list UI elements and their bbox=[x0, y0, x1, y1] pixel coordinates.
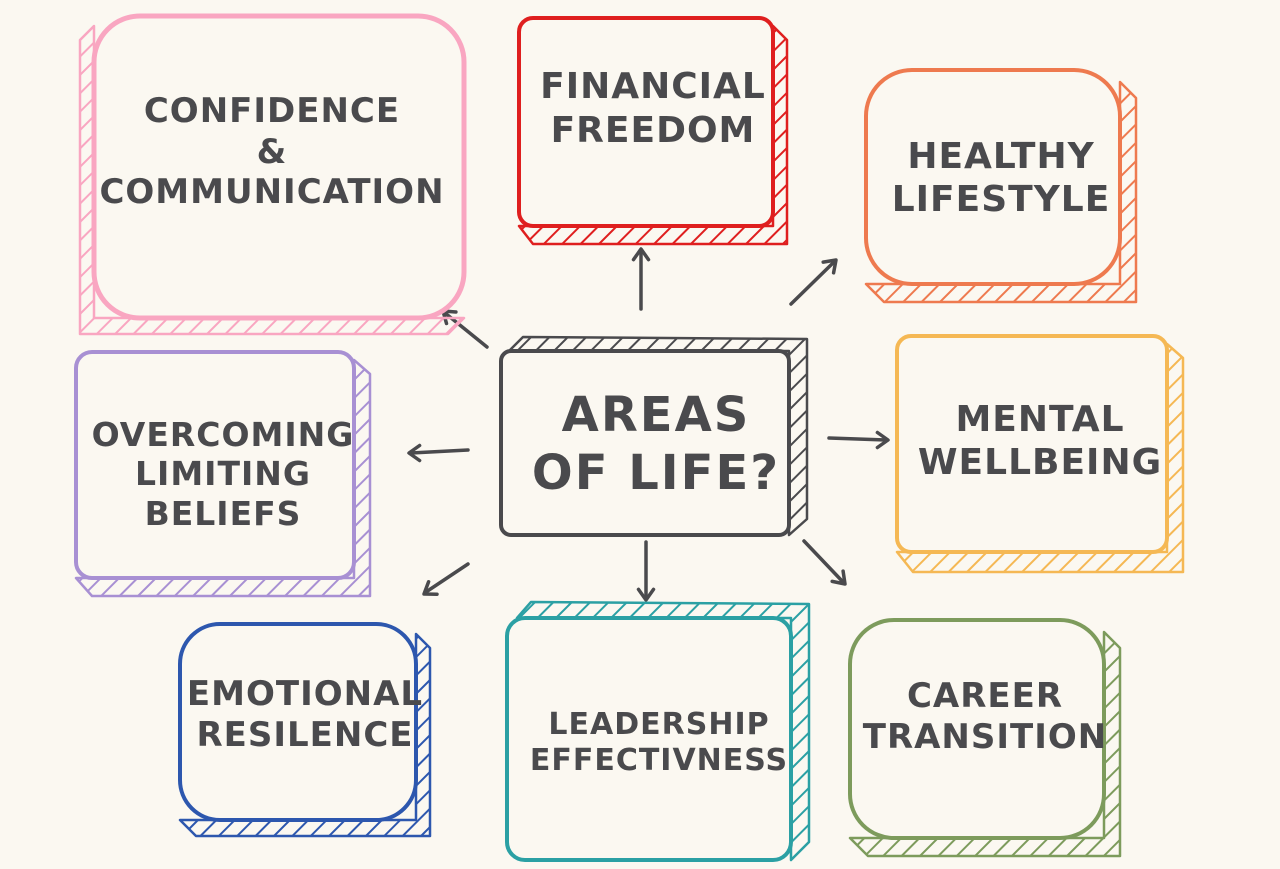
box-label-overcoming-limiting-beliefs: OVERCOMING LIMITING BELIEFS bbox=[91, 414, 355, 533]
box-frame-green bbox=[848, 618, 1122, 858]
box-confidence-communication: CONFIDENCE & COMMUNICATION bbox=[72, 8, 472, 342]
arrow-to-overcoming-limiting-beliefs bbox=[407, 443, 470, 463]
box-mental-wellbeing: MENTAL WELLBEING bbox=[893, 332, 1187, 576]
box-financial-freedom: FINANCIAL FREEDOM bbox=[515, 14, 791, 248]
box-healthy-lifestyle: HEALTHY LIFESTYLE bbox=[862, 66, 1140, 306]
box-label-emotional-resilence: EMOTIONAL RESILENCE bbox=[186, 674, 424, 755]
arrow-to-leadership-effectivness bbox=[636, 540, 656, 602]
box-leadership-effectivness: LEADERSHIP EFFECTIVNESS bbox=[503, 596, 815, 866]
box-frame-pink bbox=[78, 13, 467, 336]
box-frame-red bbox=[517, 16, 789, 246]
box-label-leadership-effectivness: LEADERSHIP EFFECTIVNESS bbox=[529, 707, 789, 778]
box-frame-blue bbox=[178, 622, 432, 838]
arrow-to-emotional-resilence bbox=[422, 562, 470, 596]
box-label-healthy-lifestyle: HEALTHY LIFESTYLE bbox=[891, 135, 1111, 220]
box-label-mental-wellbeing: MENTAL WELLBEING bbox=[917, 398, 1163, 483]
box-frame-yellow bbox=[895, 334, 1185, 574]
box-frame-center bbox=[499, 335, 809, 537]
arrow-to-career-transition bbox=[802, 539, 847, 586]
box-frame-purple bbox=[74, 350, 372, 598]
box-frame-orange bbox=[864, 68, 1138, 304]
box-areas-of-life: AREAS OF LIFE? bbox=[497, 333, 815, 540]
box-label-career-transition: CAREER TRANSITION bbox=[862, 676, 1108, 757]
box-emotional-resilence: EMOTIONAL RESILENCE bbox=[176, 620, 434, 840]
box-overcoming-limiting-beliefs: OVERCOMING LIMITING BELIEFS bbox=[72, 348, 374, 600]
center-title: AREAS OF LIFE? bbox=[531, 387, 781, 501]
box-frame-teal bbox=[505, 600, 811, 862]
box-label-financial-freedom: FINANCIAL FREEDOM bbox=[540, 66, 766, 151]
arrow-to-healthy-lifestyle bbox=[789, 258, 838, 306]
arrow-to-mental-wellbeing bbox=[827, 430, 890, 450]
box-career-transition: CAREER TRANSITION bbox=[846, 616, 1124, 860]
box-label-confidence-communication: CONFIDENCE & COMMUNICATION bbox=[99, 90, 445, 213]
arrow-to-financial-freedom bbox=[631, 247, 651, 311]
